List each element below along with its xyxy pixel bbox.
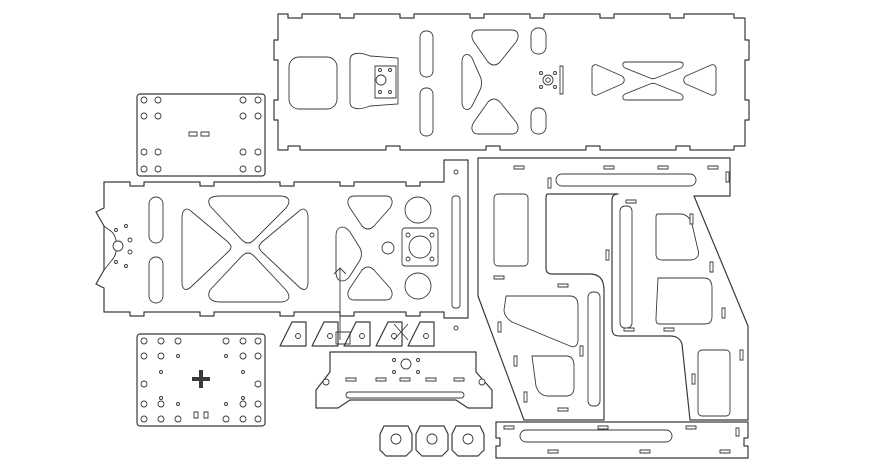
main-frame-plate — [96, 160, 468, 340]
base-plate — [137, 334, 265, 426]
motor-bracket — [316, 352, 492, 408]
small-mount-plate — [137, 94, 265, 176]
clamp-parts — [380, 426, 484, 456]
large-side-frame — [478, 158, 748, 420]
top-long-plate — [274, 14, 749, 150]
bottom-long-strip — [496, 422, 748, 458]
corner-gusset-set — [280, 322, 434, 346]
